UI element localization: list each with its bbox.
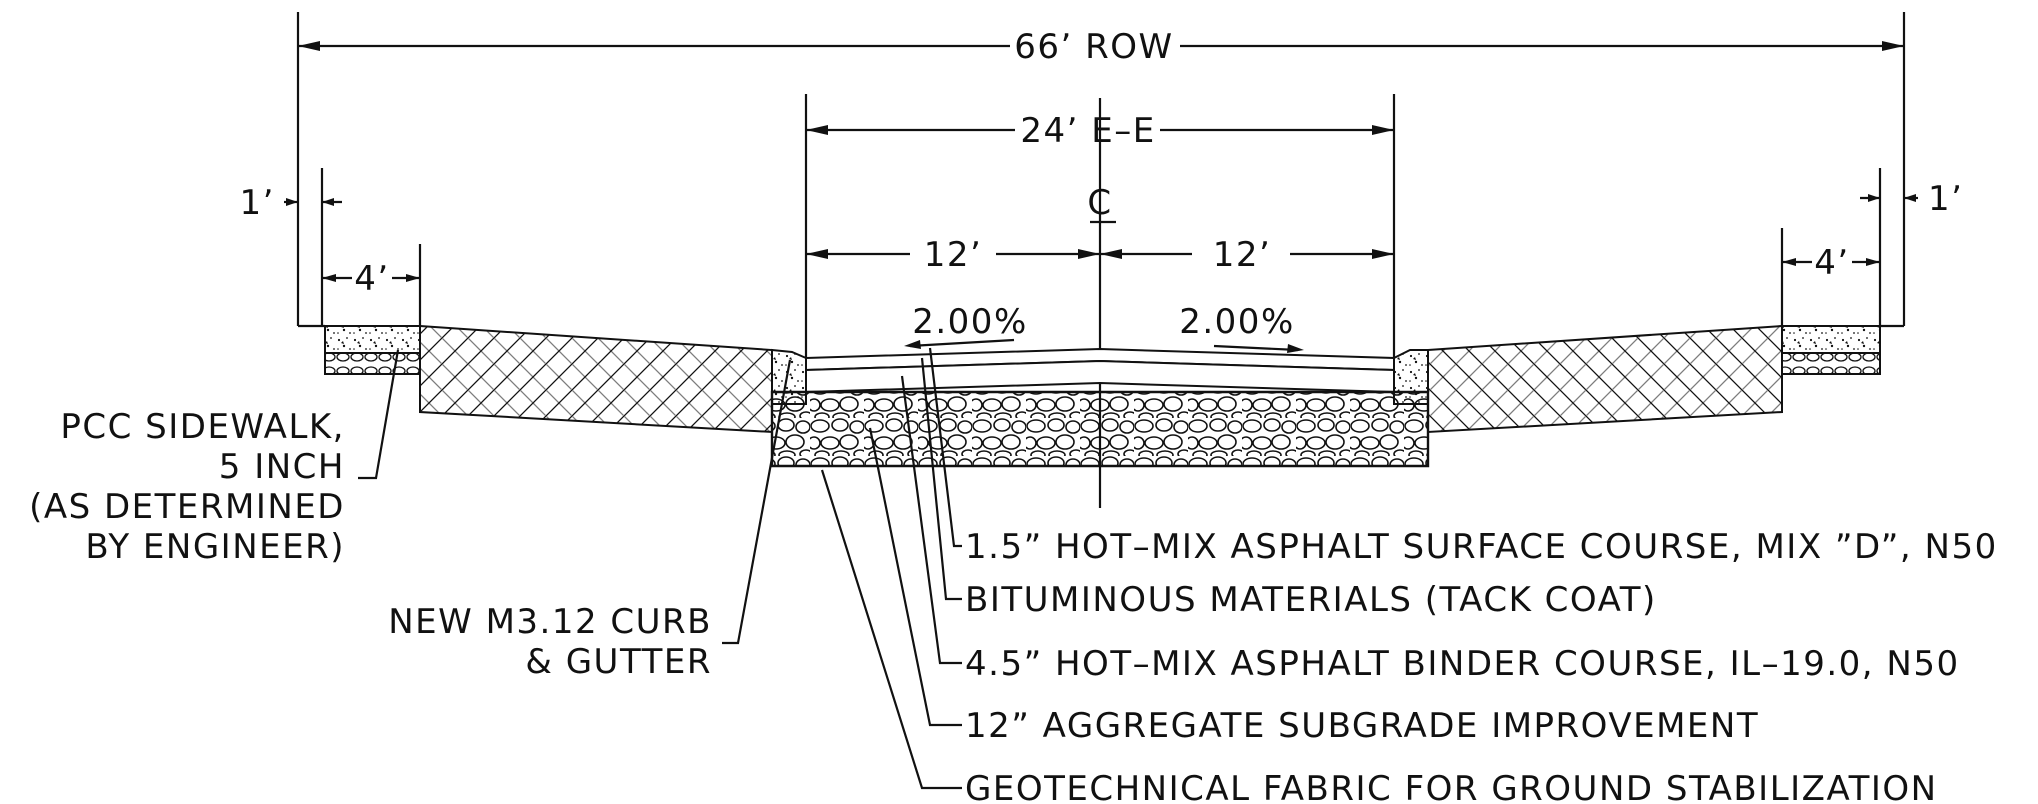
sidewalk-left-label: 4’ bbox=[354, 259, 389, 299]
sidewalk-right-label: 4’ bbox=[1814, 243, 1849, 283]
curb-callout-line-1: NEW M3.12 CURB bbox=[388, 602, 712, 642]
fabric-callout: GEOTECHNICAL FABRIC FOR GROUND STABILIZA… bbox=[820, 469, 1938, 804]
sidewalk-callout-line-3: (AS DETERMINED bbox=[29, 487, 345, 527]
surface-course-callout: 1.5” HOT–MIX ASPHALT SURFACE COURSE, MIX… bbox=[928, 347, 1998, 567]
left-offset-dimensions: 1’ 4’ bbox=[240, 168, 422, 326]
tack-coat-label: BITUMINOUS MATERIALS (TACK COAT) bbox=[965, 580, 1657, 620]
sidewalk-callout-line-2: 5 INCH bbox=[219, 447, 345, 487]
lane-left-label: 12’ bbox=[924, 235, 983, 275]
centerline-symbol: C bbox=[1087, 183, 1112, 223]
aggregate-label: 12” AGGREGATE SUBGRADE IMPROVEMENT bbox=[965, 706, 1759, 746]
slope-right-label: 2.00% bbox=[1179, 302, 1295, 342]
sidewalk-callout-line-1: PCC SIDEWALK, bbox=[60, 407, 345, 447]
binder-course-label: 4.5” HOT–MIX ASPHALT BINDER COURSE, IL–1… bbox=[965, 644, 1960, 684]
row-dimension-label: 66’ ROW bbox=[1014, 27, 1173, 67]
tack-coat-callout: BITUMINOUS MATERIALS (TACK COAT) bbox=[920, 357, 1657, 620]
right-offset-dimensions: 1’ 4’ bbox=[1780, 168, 1963, 326]
right-parkway-overlay bbox=[1428, 326, 1782, 432]
aggregate-callout: 12” AGGREGATE SUBGRADE IMPROVEMENT bbox=[868, 427, 1759, 746]
curb-callout: NEW M3.12 CURB & GUTTER bbox=[388, 359, 792, 682]
surface-course-label: 1.5” HOT–MIX ASPHALT SURFACE COURSE, MIX… bbox=[965, 527, 1998, 567]
sidewalk-callout: PCC SIDEWALK, 5 INCH (AS DETERMINED BY E… bbox=[29, 349, 400, 567]
offset-left-label: 1’ bbox=[240, 183, 275, 223]
fabric-label: GEOTECHNICAL FABRIC FOR GROUND STABILIZA… bbox=[965, 769, 1938, 804]
right-sidewalk bbox=[1781, 324, 1904, 375]
row-dimension: 66’ ROW bbox=[296, 12, 1906, 326]
lane-dimensions: 12’ 12’ bbox=[806, 235, 1394, 275]
lane-right-label: 12’ bbox=[1213, 235, 1272, 275]
edge-to-edge-dimension: 24’ E–E bbox=[804, 94, 1396, 358]
sidewalk-callout-line-4: BY ENGINEER) bbox=[85, 527, 345, 567]
slope-left: 2.00% bbox=[904, 302, 1028, 349]
curb-callout-line-2: & GUTTER bbox=[525, 642, 712, 682]
edge-to-edge-label: 24’ E–E bbox=[1020, 111, 1155, 151]
left-parkway-overlay bbox=[420, 326, 772, 432]
slope-right: 2.00% bbox=[1179, 302, 1304, 353]
aggregate-subgrade bbox=[770, 390, 1430, 468]
binder-course-callout: 4.5” HOT–MIX ASPHALT BINDER COURSE, IL–1… bbox=[900, 375, 1960, 684]
left-sidewalk bbox=[298, 324, 421, 375]
offset-right-label: 1’ bbox=[1928, 179, 1963, 219]
slope-left-label: 2.00% bbox=[912, 302, 1028, 342]
